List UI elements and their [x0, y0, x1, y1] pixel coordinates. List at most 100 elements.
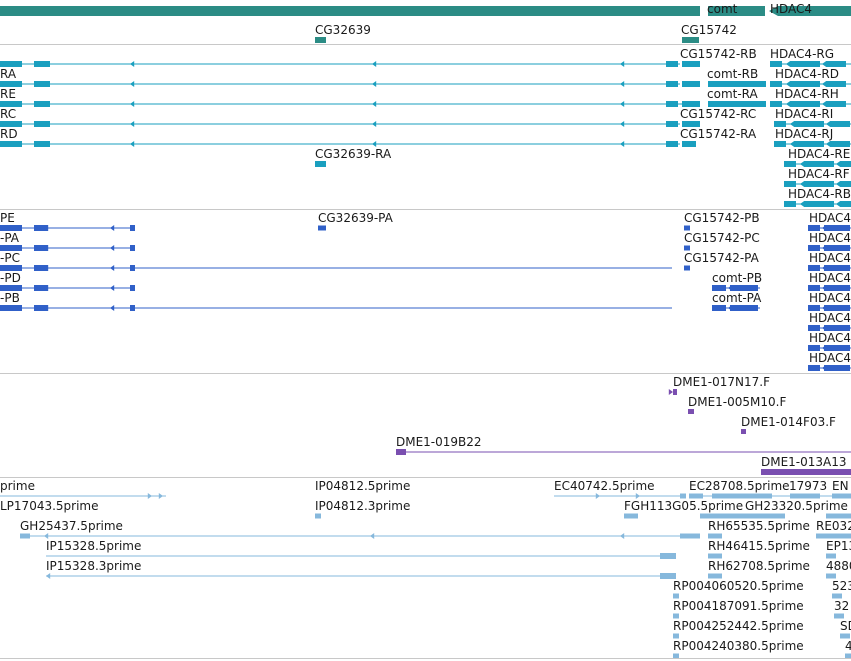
feature-exon[interactable] [682, 81, 700, 87]
strand-arrow[interactable] [822, 305, 827, 311]
est-label[interactable]: LP17043.5prime [0, 499, 99, 513]
strand-arrow[interactable] [800, 161, 805, 167]
est-label[interactable]: IP15328.3prime [46, 559, 142, 573]
strand-arrow[interactable] [44, 141, 49, 147]
gene-span-hdac4[interactable] [0, 6, 700, 16]
feature-exon[interactable] [808, 325, 820, 331]
feature-exon[interactable] [808, 245, 820, 251]
est-label[interactable]: RH65535.5prime [708, 519, 810, 533]
feature-exon[interactable] [666, 101, 678, 107]
feature-exon[interactable] [824, 365, 850, 371]
est-feature[interactable] [624, 513, 638, 519]
feature-exon[interactable] [832, 593, 842, 599]
protein-label[interactable]: comt-PA [712, 291, 762, 305]
feature-exon[interactable] [708, 101, 766, 107]
mrna-label[interactable]: HDAC4-RD [775, 67, 839, 81]
est-label[interactable]: RH46415.5prime [708, 539, 810, 553]
protein-label[interactable]: CG32639-PA [318, 211, 393, 225]
feature-exon[interactable] [824, 265, 850, 271]
protein-label[interactable]: HDAC4 [809, 351, 851, 365]
est-label[interactable]: FGH113G05.5prime [624, 499, 744, 513]
feature-exon[interactable] [708, 533, 722, 539]
feature-exon[interactable] [0, 121, 22, 127]
strand-arrow[interactable] [822, 285, 827, 291]
feature-exon[interactable] [708, 81, 766, 87]
strand-arrow[interactable] [822, 265, 827, 271]
feature-exon[interactable] [826, 101, 846, 107]
feature-exon[interactable] [666, 121, 678, 127]
feature-exon[interactable] [660, 553, 676, 559]
feature-exon[interactable] [730, 285, 758, 291]
strand-arrow[interactable] [372, 81, 377, 87]
feature-exon[interactable] [770, 61, 782, 67]
est-label[interactable]: prime [0, 479, 35, 493]
strand-arrow[interactable] [44, 265, 49, 271]
feature-exon[interactable] [20, 533, 30, 539]
feature-exon[interactable] [0, 61, 22, 67]
feature-exon[interactable] [712, 493, 772, 499]
feature-exon[interactable] [0, 245, 22, 251]
strand-arrow[interactable] [790, 141, 795, 147]
strand-arrow[interactable] [822, 81, 827, 87]
feature-exon[interactable] [808, 305, 820, 311]
strand-arrow[interactable] [800, 201, 805, 207]
strand-arrow[interactable] [836, 181, 841, 187]
est-label[interactable]: IP04812.3prime [315, 499, 411, 513]
feature-exon[interactable] [673, 613, 679, 619]
feature-exon[interactable] [808, 345, 820, 351]
mrna-label[interactable]: HDAC4-RI [775, 107, 834, 121]
strand-arrow[interactable] [110, 265, 115, 271]
strand-arrow[interactable] [822, 365, 827, 371]
strand-arrow[interactable] [836, 201, 841, 207]
strand-arrow[interactable] [44, 285, 49, 291]
feature-exon[interactable] [840, 161, 851, 167]
feature-exon[interactable] [826, 81, 846, 87]
strand-arrow[interactable] [44, 61, 49, 67]
strand-arrow[interactable] [728, 305, 733, 311]
mrna-label[interactable]: HDAC4-RG [770, 47, 835, 61]
feature-exon[interactable] [824, 305, 850, 311]
strand-arrow[interactable] [147, 493, 152, 499]
feature-exon[interactable] [682, 101, 700, 107]
strand-arrow[interactable] [620, 101, 625, 107]
feature-exon[interactable] [826, 573, 836, 579]
feature-exon[interactable] [0, 81, 22, 87]
feature-exon[interactable] [684, 245, 690, 251]
feature-exon[interactable] [804, 181, 834, 187]
feature-exon[interactable] [130, 285, 135, 291]
est-label[interactable]: 4880 [826, 559, 851, 573]
feature-exon[interactable] [34, 81, 50, 87]
protein-label[interactable]: -PA [0, 231, 20, 245]
feature-exon[interactable] [0, 225, 22, 231]
feature-exon[interactable] [794, 121, 824, 127]
strand-arrow[interactable] [110, 285, 115, 291]
feature-exon[interactable] [790, 101, 820, 107]
strand-arrow[interactable] [620, 121, 625, 127]
clone-label[interactable]: DME1-019B22 [396, 435, 482, 449]
mrna-label[interactable]: HDAC4-RF [788, 167, 850, 181]
strand-arrow[interactable] [372, 101, 377, 107]
clone-feature[interactable] [741, 429, 746, 434]
feature-exon[interactable] [34, 285, 48, 291]
feature-exon[interactable] [34, 101, 50, 107]
protein-label[interactable]: -PD [0, 271, 21, 285]
feature-exon[interactable] [34, 141, 50, 147]
feature-exon[interactable] [824, 245, 850, 251]
feature-exon[interactable] [790, 81, 820, 87]
strand-arrow[interactable] [786, 81, 791, 87]
feature-exon[interactable] [712, 305, 726, 311]
strand-arrow[interactable] [372, 61, 377, 67]
protein-label[interactable]: PE [0, 211, 15, 225]
est-label[interactable]: 523 [832, 579, 851, 593]
feature-exon[interactable] [774, 141, 786, 147]
est-label[interactable]: IP04812.5prime [315, 479, 411, 493]
est-label[interactable]: GH23320.5prime [745, 499, 848, 513]
feature-exon[interactable] [845, 653, 851, 659]
feature-exon[interactable] [712, 285, 726, 291]
protein-label[interactable]: CG15742-PA [684, 251, 759, 265]
strand-arrow[interactable] [668, 389, 673, 395]
feature-exon[interactable] [0, 141, 22, 147]
est-label[interactable]: 32 [834, 599, 850, 613]
feature-exon[interactable] [774, 121, 786, 127]
est-label[interactable]: RH62708.5prime [708, 559, 810, 573]
